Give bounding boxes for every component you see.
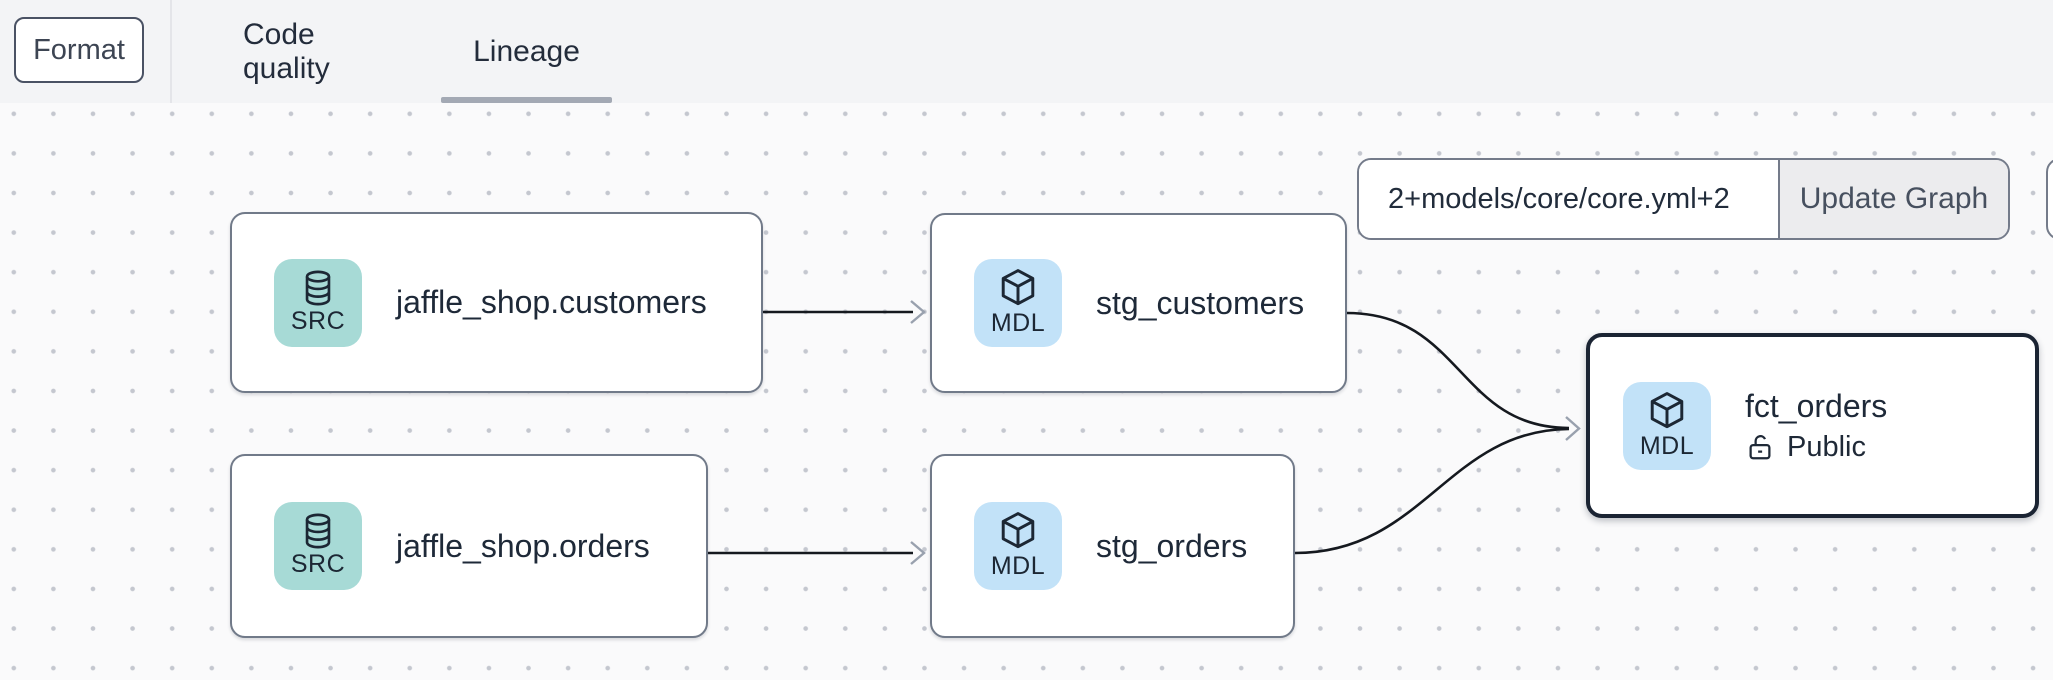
- model-badge: MDL: [974, 259, 1062, 347]
- arrowhead-icon: [910, 541, 926, 565]
- selector-input[interactable]: [1359, 160, 1778, 238]
- lineage-canvas[interactable]: SRC jaffle_shop.customers MDL stg_custom…: [0, 103, 2053, 680]
- model-badge: MDL: [974, 502, 1062, 590]
- source-badge: SRC: [274, 258, 362, 347]
- graph-controls: Update Graph: [1357, 158, 2010, 240]
- node-jaffle-shop-customers[interactable]: SRC jaffle_shop.customers: [230, 212, 763, 393]
- badge-type-label: MDL: [990, 309, 1046, 337]
- arrowhead-icon: [1565, 416, 1581, 441]
- model-badge: MDL: [1623, 381, 1711, 470]
- node-stg-orders[interactable]: MDL stg_orders: [930, 454, 1295, 638]
- lock-open-icon: [1749, 435, 1771, 460]
- cube-icon: [1650, 391, 1684, 428]
- badge-type-label: SRC: [290, 550, 346, 578]
- format-button[interactable]: Format: [14, 17, 144, 83]
- node-jaffle-shop-orders[interactable]: SRC jaffle_shop.orders: [230, 454, 708, 638]
- node-title: stg_customers: [1096, 284, 1305, 321]
- edge-layer: [708, 300, 1581, 565]
- active-tab-indicator: [441, 97, 612, 103]
- node-title: stg_orders: [1096, 527, 1248, 564]
- toolbar: Format Code quality Lineage: [0, 0, 2053, 103]
- access-level-label: Public: [1787, 430, 1866, 463]
- source-badge: SRC: [274, 502, 362, 590]
- tab-lineage[interactable]: Lineage: [473, 34, 580, 68]
- edge-stg-customers-to-fct: [1346, 311, 1570, 430]
- update-graph-button[interactable]: Update Graph: [1778, 160, 2008, 238]
- cube-icon: [1001, 512, 1035, 549]
- node-title: jaffle_shop.customers: [396, 284, 707, 320]
- badge-type-label: MDL: [990, 552, 1046, 580]
- node-title: fct_orders: [1745, 387, 1888, 424]
- database-icon: [305, 513, 331, 549]
- database-icon: [305, 270, 331, 305]
- tab-code-quality[interactable]: Code quality: [243, 17, 330, 85]
- clipped-edge-button[interactable]: [2046, 158, 2053, 240]
- node-fct-orders[interactable]: MDL fct_orders Public: [1586, 333, 2039, 518]
- badge-type-label: MDL: [1639, 431, 1695, 460]
- arrowhead-icon: [910, 300, 926, 324]
- toolbar-divider: [170, 0, 172, 103]
- badge-type-label: SRC: [290, 306, 346, 335]
- cube-icon: [1001, 269, 1035, 306]
- node-title: jaffle_shop.orders: [396, 527, 650, 564]
- access-level: Public: [1745, 431, 1887, 464]
- edge-stg-orders-to-fct: [1294, 427, 1570, 555]
- node-stg-customers[interactable]: MDL stg_customers: [930, 213, 1347, 393]
